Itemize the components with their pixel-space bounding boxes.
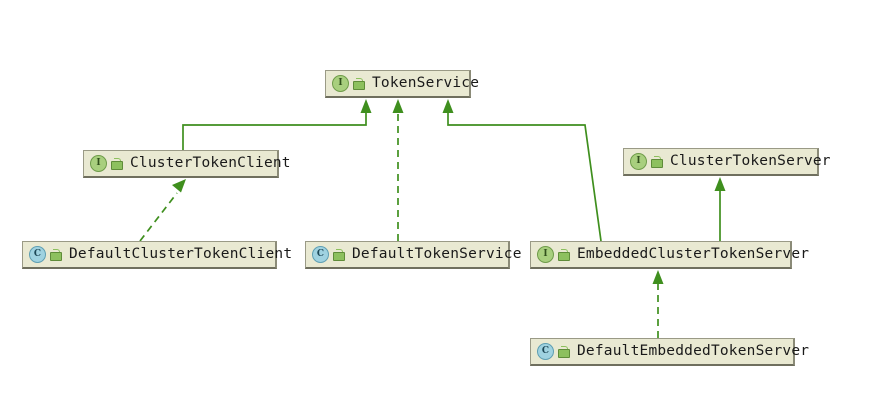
unlocked-padlock-icon xyxy=(353,77,365,90)
node-label: TokenService xyxy=(372,75,480,92)
node-default-token-service[interactable]: C DefaultTokenService xyxy=(305,241,521,269)
class-badge-icon: C xyxy=(537,343,554,360)
node-embedded-cluster-token-server[interactable]: I EmbeddedClusterTokenServer xyxy=(530,241,809,269)
edge-embedded-cluster-token-server-to-cluster-token-server[interactable] xyxy=(714,177,726,241)
node-label: DefaultEmbeddedTokenServer xyxy=(577,343,810,360)
interface-badge-icon: I xyxy=(332,75,349,92)
edge-embedded-cluster-token-server-to-token-service[interactable] xyxy=(442,99,602,242)
unlocked-padlock-icon xyxy=(111,157,123,170)
node-label: ClusterTokenClient xyxy=(130,155,291,172)
edge-default-embedded-token-server-to-embedded-cluster-token-server[interactable] xyxy=(652,270,664,338)
node-default-cluster-token-client[interactable]: C DefaultClusterTokenClient xyxy=(22,241,292,269)
node-default-embedded-token-server[interactable]: C DefaultEmbeddedTokenServer xyxy=(530,338,809,366)
edge-default-token-service-to-token-service[interactable] xyxy=(392,99,404,241)
interface-badge-icon: I xyxy=(90,155,107,172)
node-label: DefaultClusterTokenClient xyxy=(69,246,293,263)
interface-badge-icon: I xyxy=(630,153,647,170)
unlocked-padlock-icon xyxy=(333,248,345,261)
unlocked-padlock-icon xyxy=(558,248,570,261)
node-cluster-token-server[interactable]: I ClusterTokenServer xyxy=(623,148,831,176)
node-label: DefaultTokenService xyxy=(352,246,522,263)
node-label: ClusterTokenServer xyxy=(670,153,831,170)
class-badge-icon: C xyxy=(312,246,329,263)
node-cluster-token-client[interactable]: I ClusterTokenClient xyxy=(83,150,291,178)
edge-cluster-token-client-to-token-service[interactable] xyxy=(182,99,372,150)
unlocked-padlock-icon xyxy=(50,248,62,261)
edge-default-cluster-token-client-to-cluster-token-client[interactable] xyxy=(139,179,186,242)
interface-badge-icon: I xyxy=(537,246,554,263)
node-label: EmbeddedClusterTokenServer xyxy=(577,246,810,263)
unlocked-padlock-icon xyxy=(558,345,570,358)
node-token-service[interactable]: I TokenService xyxy=(325,70,479,98)
class-badge-icon: C xyxy=(29,246,46,263)
unlocked-padlock-icon xyxy=(651,155,663,168)
